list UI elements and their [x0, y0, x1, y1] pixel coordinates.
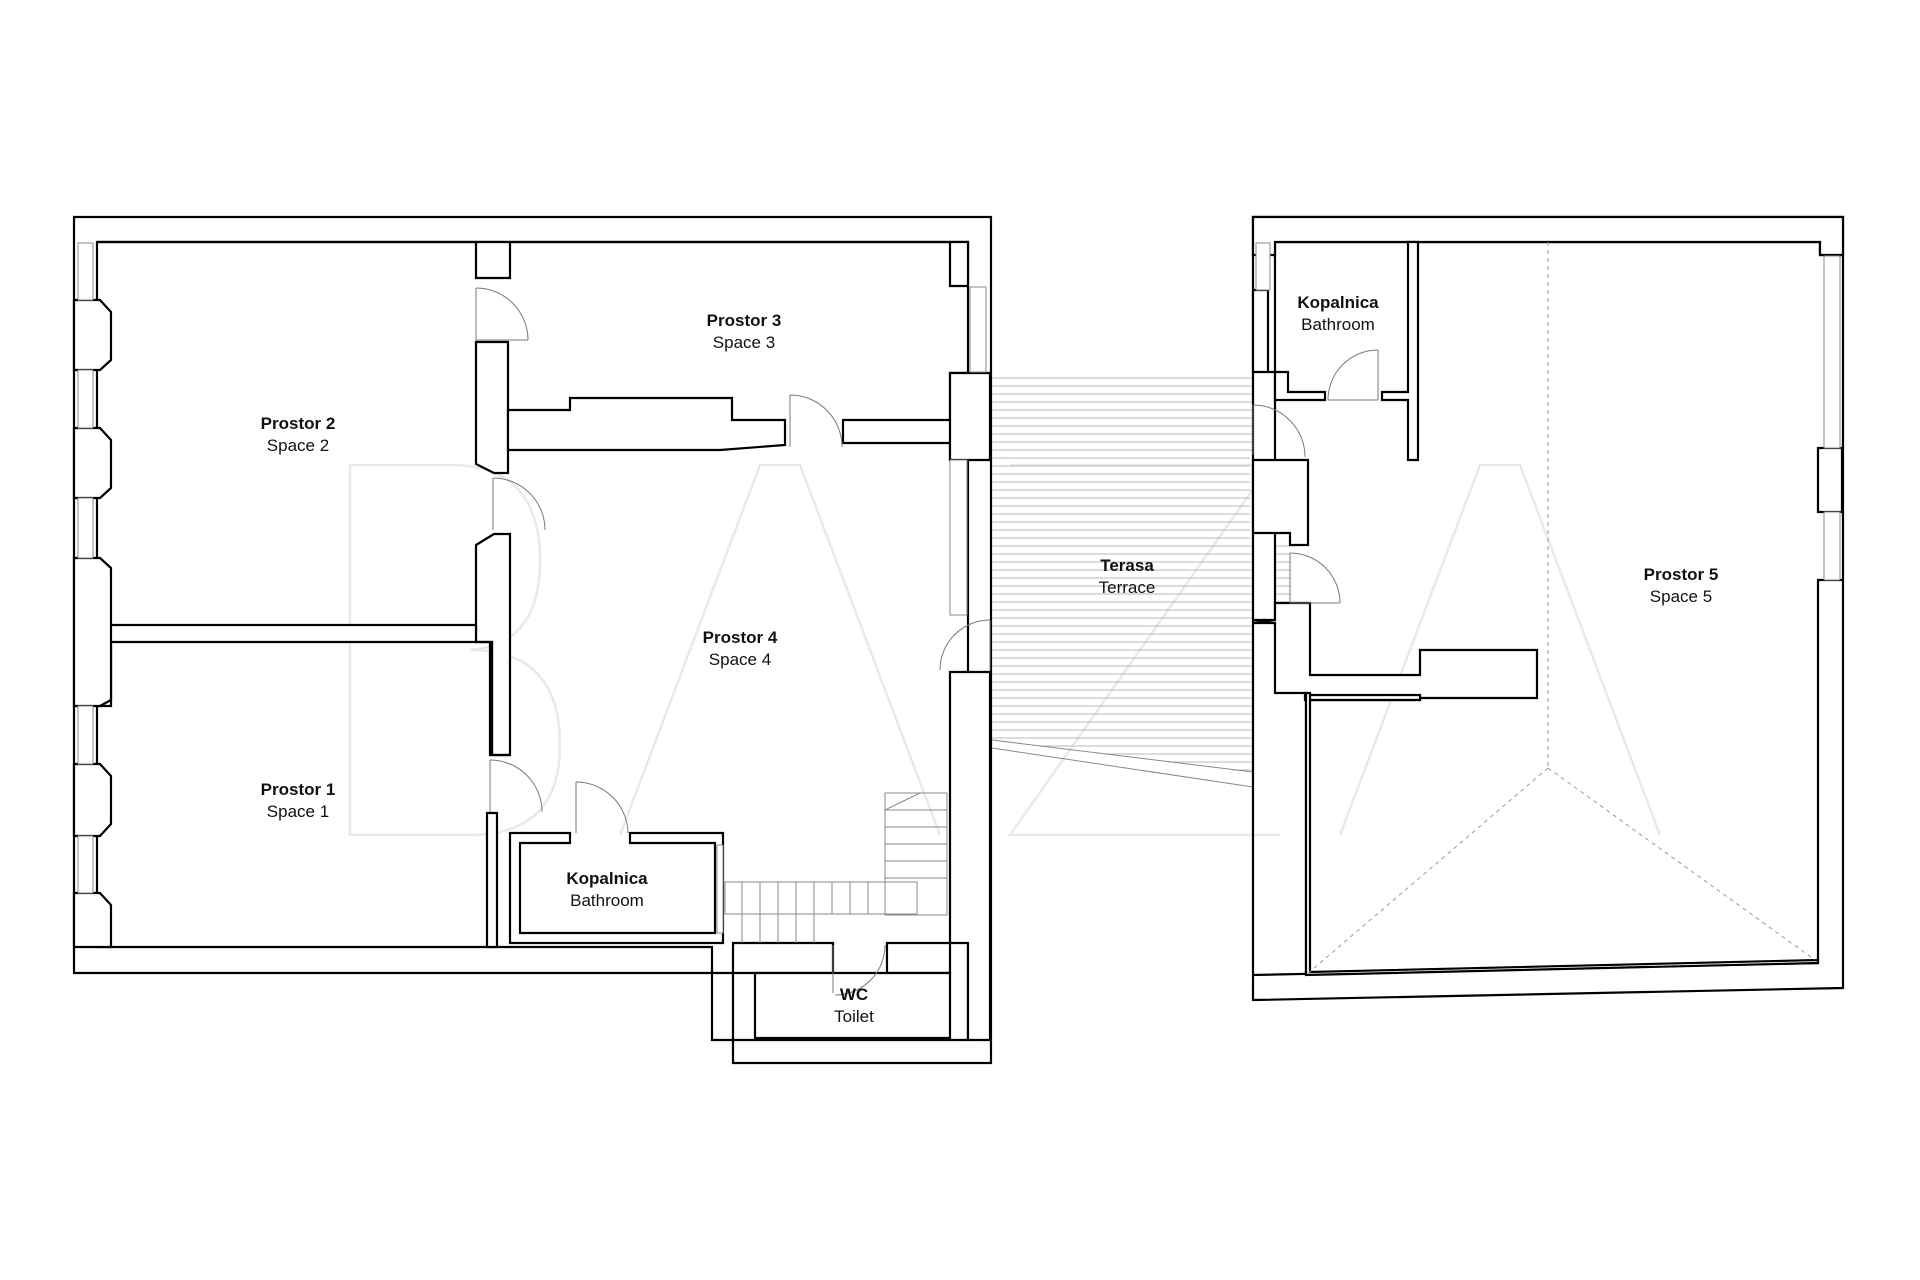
- wc-walls: [731, 941, 835, 975]
- label-wc-sub: Toilet: [834, 1007, 874, 1026]
- pier-5: [72, 891, 113, 949]
- window-3: [77, 497, 94, 559]
- wall-space3-bottom: [506, 396, 787, 452]
- label-space2-name: Prostor 2: [261, 414, 336, 433]
- window-space4-east: [949, 459, 968, 616]
- terrace-edges: [991, 739, 1254, 788]
- window-4: [77, 705, 94, 765]
- label-bathroom-right-name: Kopalnica: [1297, 293, 1379, 312]
- window-5: [77, 835, 94, 894]
- pier-2: [72, 426, 113, 500]
- window-space5-east-2: [1823, 511, 1841, 581]
- wall-space4-right: [948, 670, 992, 1042]
- label-space1-sub: Space 1: [267, 802, 329, 821]
- right-building: [1251, 215, 1845, 1002]
- watermark-letter-b: [348, 463, 562, 837]
- label-space4-sub: Space 4: [709, 650, 771, 669]
- stairs: [724, 792, 948, 943]
- space5-inner-wall: [1304, 693, 1422, 975]
- right-doors: [1252, 349, 1379, 604]
- window-2: [77, 369, 94, 429]
- label-space1-name: Prostor 1: [261, 780, 336, 799]
- wall-space2-space4-upper: [474, 340, 510, 475]
- label-terrace-sub: Terrace: [1099, 578, 1156, 597]
- pier-1: [72, 298, 113, 372]
- label-terrace-name: Terasa: [1100, 556, 1154, 575]
- bathroom-left-walls: [508, 831, 725, 945]
- terrace-deck: [992, 377, 1290, 771]
- right-outer-wall: [1251, 215, 1845, 1002]
- pier-4: [72, 762, 113, 838]
- label-wc-name: WC: [840, 985, 868, 1004]
- label-space5-sub: Space 5: [1650, 587, 1712, 606]
- right-pier-1: [1251, 458, 1310, 547]
- pier-3: [72, 556, 113, 708]
- label-space3-sub: Space 3: [713, 333, 775, 352]
- wall-space1-space4: [485, 811, 499, 949]
- label-space4-name: Prostor 4: [703, 628, 778, 647]
- window-space3-east: [969, 286, 987, 373]
- left-building: [72, 215, 993, 1065]
- label-space5-name: Prostor 5: [1644, 565, 1719, 584]
- left-windows: [77, 242, 987, 934]
- right-pier-east: [1816, 446, 1844, 514]
- wc-walls-right: [885, 941, 952, 975]
- window-1: [77, 242, 94, 301]
- room-labels: Prostor 2 Space 2 Prostor 3 Space 3 Pros…: [261, 293, 1719, 1026]
- watermark-letter-a1: [618, 463, 942, 836]
- bathroom-right-walls: [1251, 288, 1327, 402]
- window-space5-east-1: [1823, 255, 1841, 449]
- wall-space2-space3: [97, 240, 970, 288]
- window-bathroom-right: [1255, 242, 1271, 291]
- space5-roof-lines: [1305, 242, 1816, 976]
- label-bathroom-left-sub: Bathroom: [570, 891, 644, 910]
- left-doors: [475, 287, 991, 996]
- bathroom-right-east-wall: [1380, 240, 1420, 462]
- right-pier-2: [1252, 601, 1539, 702]
- watermark-letter-a2: [1338, 463, 1662, 836]
- label-space2-sub: Space 2: [267, 436, 329, 455]
- label-bathroom-right-sub: Bathroom: [1301, 315, 1375, 334]
- window-bathroom-left: [716, 844, 724, 934]
- label-bathroom-left-name: Kopalnica: [566, 869, 648, 888]
- space5-lower-outline: [1304, 691, 1820, 977]
- wc-inner: [753, 971, 952, 1040]
- right-top-wall: [1251, 215, 1845, 257]
- wall-space2-space1: [95, 623, 510, 757]
- label-space3-name: Prostor 3: [707, 311, 782, 330]
- wall-space3-right: [948, 371, 992, 462]
- right-windows: [1255, 242, 1841, 581]
